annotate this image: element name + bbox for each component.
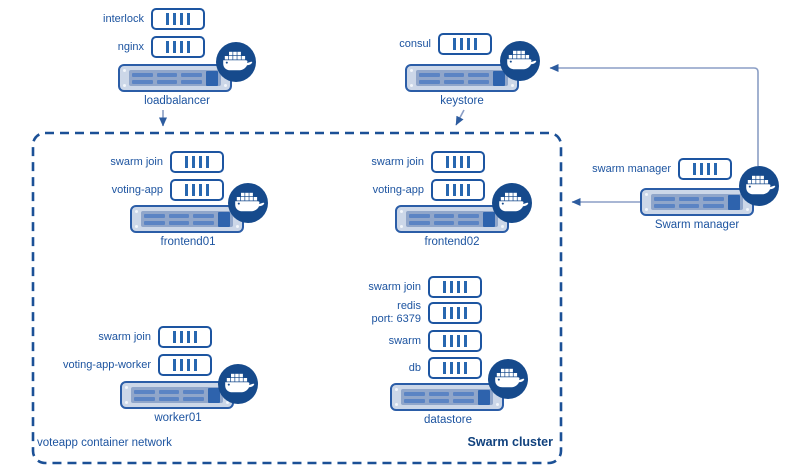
swarm-cluster-boundary xyxy=(31,131,563,465)
cluster-name-label: Swarm cluster xyxy=(467,435,553,449)
network-label: voteapp container network xyxy=(37,437,172,449)
arrow-keystore-to-cluster xyxy=(455,109,465,126)
arrow-manager-to-keystore xyxy=(549,64,759,166)
